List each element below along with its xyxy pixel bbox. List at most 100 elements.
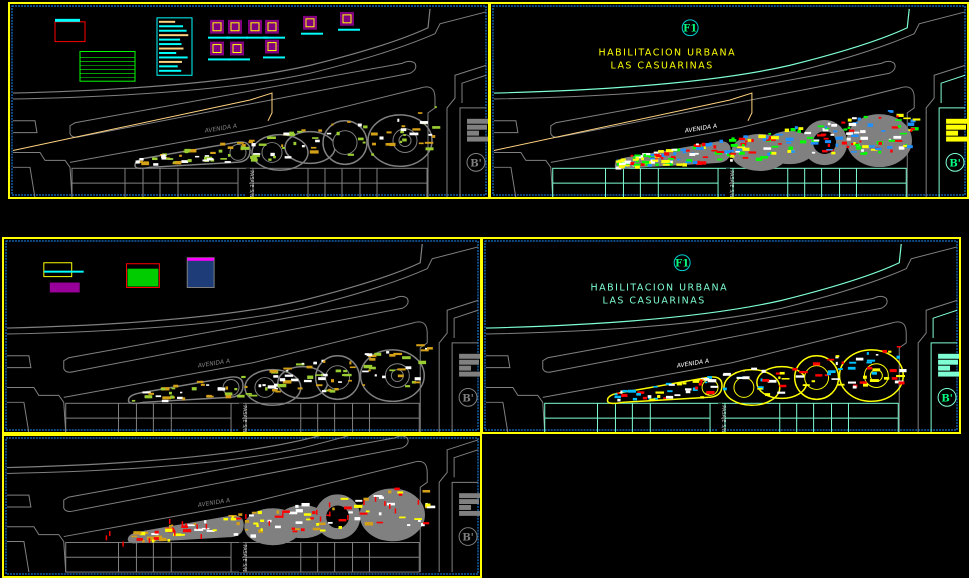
landscape-symbol: [236, 522, 240, 526]
landscape-symbol: [635, 159, 639, 163]
landscape-symbol: [728, 149, 734, 152]
landscape-symbol: [771, 136, 779, 140]
landscape-symbol: [368, 366, 376, 370]
landscape-symbol: [624, 164, 630, 167]
landscape-symbol: [306, 365, 313, 369]
landscape-symbol: [799, 140, 807, 144]
landscape-symbol: [618, 159, 625, 162]
landscape-symbol: [206, 394, 212, 398]
landscape-symbol: [671, 156, 676, 160]
passage-gap: [239, 542, 243, 573]
landscape-symbol: [896, 355, 900, 359]
landscape-symbol: [817, 125, 825, 128]
landscape-symbol: [301, 502, 310, 507]
landscape-symbol: [171, 524, 174, 527]
legend-bar: [938, 359, 959, 365]
landscape-symbol: [617, 398, 621, 402]
light-fixture: [168, 518, 171, 524]
landscape-symbol: [767, 379, 777, 383]
landscape-symbol: [295, 509, 303, 513]
landscape-symbol: [866, 361, 873, 364]
landscape-symbol: [895, 119, 902, 121]
landscape-symbol: [896, 113, 904, 117]
road-edge-east: [925, 64, 966, 197]
landscape-symbol: [151, 532, 159, 536]
landscape-symbol: [664, 152, 670, 156]
landscape-symbol: [297, 387, 303, 390]
landscape-symbol: [680, 148, 687, 152]
landscape-symbol: [704, 381, 708, 384]
landscape-symbol: [300, 528, 305, 532]
landscape-symbol: [650, 157, 656, 160]
landscape-symbol: [329, 390, 336, 393]
landscape-symbol: [863, 383, 869, 387]
section-marker-label: B': [941, 393, 952, 404]
landscape-symbol: [368, 369, 371, 372]
landscape-symbol: [762, 379, 770, 382]
landscape-symbol: [379, 136, 384, 140]
park-plaza-4: [359, 349, 425, 403]
landscape-symbol: [334, 387, 339, 391]
landscape-symbol: [786, 141, 792, 144]
landscape-symbol: [813, 139, 820, 142]
landscape-symbol: [641, 157, 644, 161]
landscape-symbol: [418, 142, 424, 145]
landscape-symbol: [837, 383, 845, 386]
landscape-symbol: [170, 395, 174, 399]
landscape-symbol: [668, 157, 674, 160]
landscape-symbol: [903, 117, 911, 120]
landscape-symbol: [175, 160, 182, 165]
landscape-symbol: [250, 534, 257, 538]
landscape-symbol: [241, 375, 246, 379]
block-east: [451, 309, 479, 432]
landscape-symbol: [274, 525, 281, 529]
block-east: [930, 309, 958, 432]
notes-text: [159, 65, 178, 68]
section-marker-label: B': [470, 158, 482, 169]
landscape-symbol: [218, 149, 223, 153]
landscape-symbol: [640, 163, 645, 167]
landscape-symbol: [765, 393, 771, 397]
construction-detail: [265, 39, 279, 54]
landscape-symbol: [728, 138, 737, 142]
landscape-symbol: [676, 163, 683, 166]
landscape-symbol: [906, 145, 913, 149]
landscape-symbol: [722, 387, 727, 391]
light-fixture: [245, 513, 247, 519]
landscape-symbol: [177, 396, 183, 400]
landscape-symbol: [618, 165, 625, 168]
legend-bar: [467, 118, 488, 124]
landscape-symbol: [397, 118, 400, 122]
road-edge-north: [485, 243, 902, 329]
landscape-symbol: [224, 392, 233, 396]
landscape-symbol: [152, 539, 155, 543]
landscape-symbol: [723, 372, 731, 376]
landscape-symbol: [766, 139, 770, 141]
landscape-symbol: [758, 134, 766, 139]
construction-detail: [49, 282, 80, 293]
landscape-symbol: [830, 133, 835, 136]
park-plaza-1: [251, 133, 309, 172]
landscape-symbol: [827, 122, 831, 126]
landscape-symbol: [910, 127, 915, 130]
landscape-symbol: [389, 142, 396, 147]
landscape-symbol: [867, 145, 875, 148]
landscape-symbol: [193, 523, 197, 525]
road-edge-south: [542, 321, 907, 432]
landscape-symbol: [902, 144, 909, 147]
landscape-symbol: [875, 147, 882, 150]
landscape-symbol: [144, 395, 153, 399]
median-island: [69, 60, 417, 138]
landscape-symbol: [393, 352, 403, 356]
landscape-symbol: [667, 159, 670, 164]
landscape-symbol: [771, 151, 777, 155]
landscape-symbol: [374, 374, 377, 377]
landscape-symbol: [362, 141, 366, 144]
landscape-symbol: [399, 516, 406, 519]
landscape-symbol: [398, 493, 403, 496]
